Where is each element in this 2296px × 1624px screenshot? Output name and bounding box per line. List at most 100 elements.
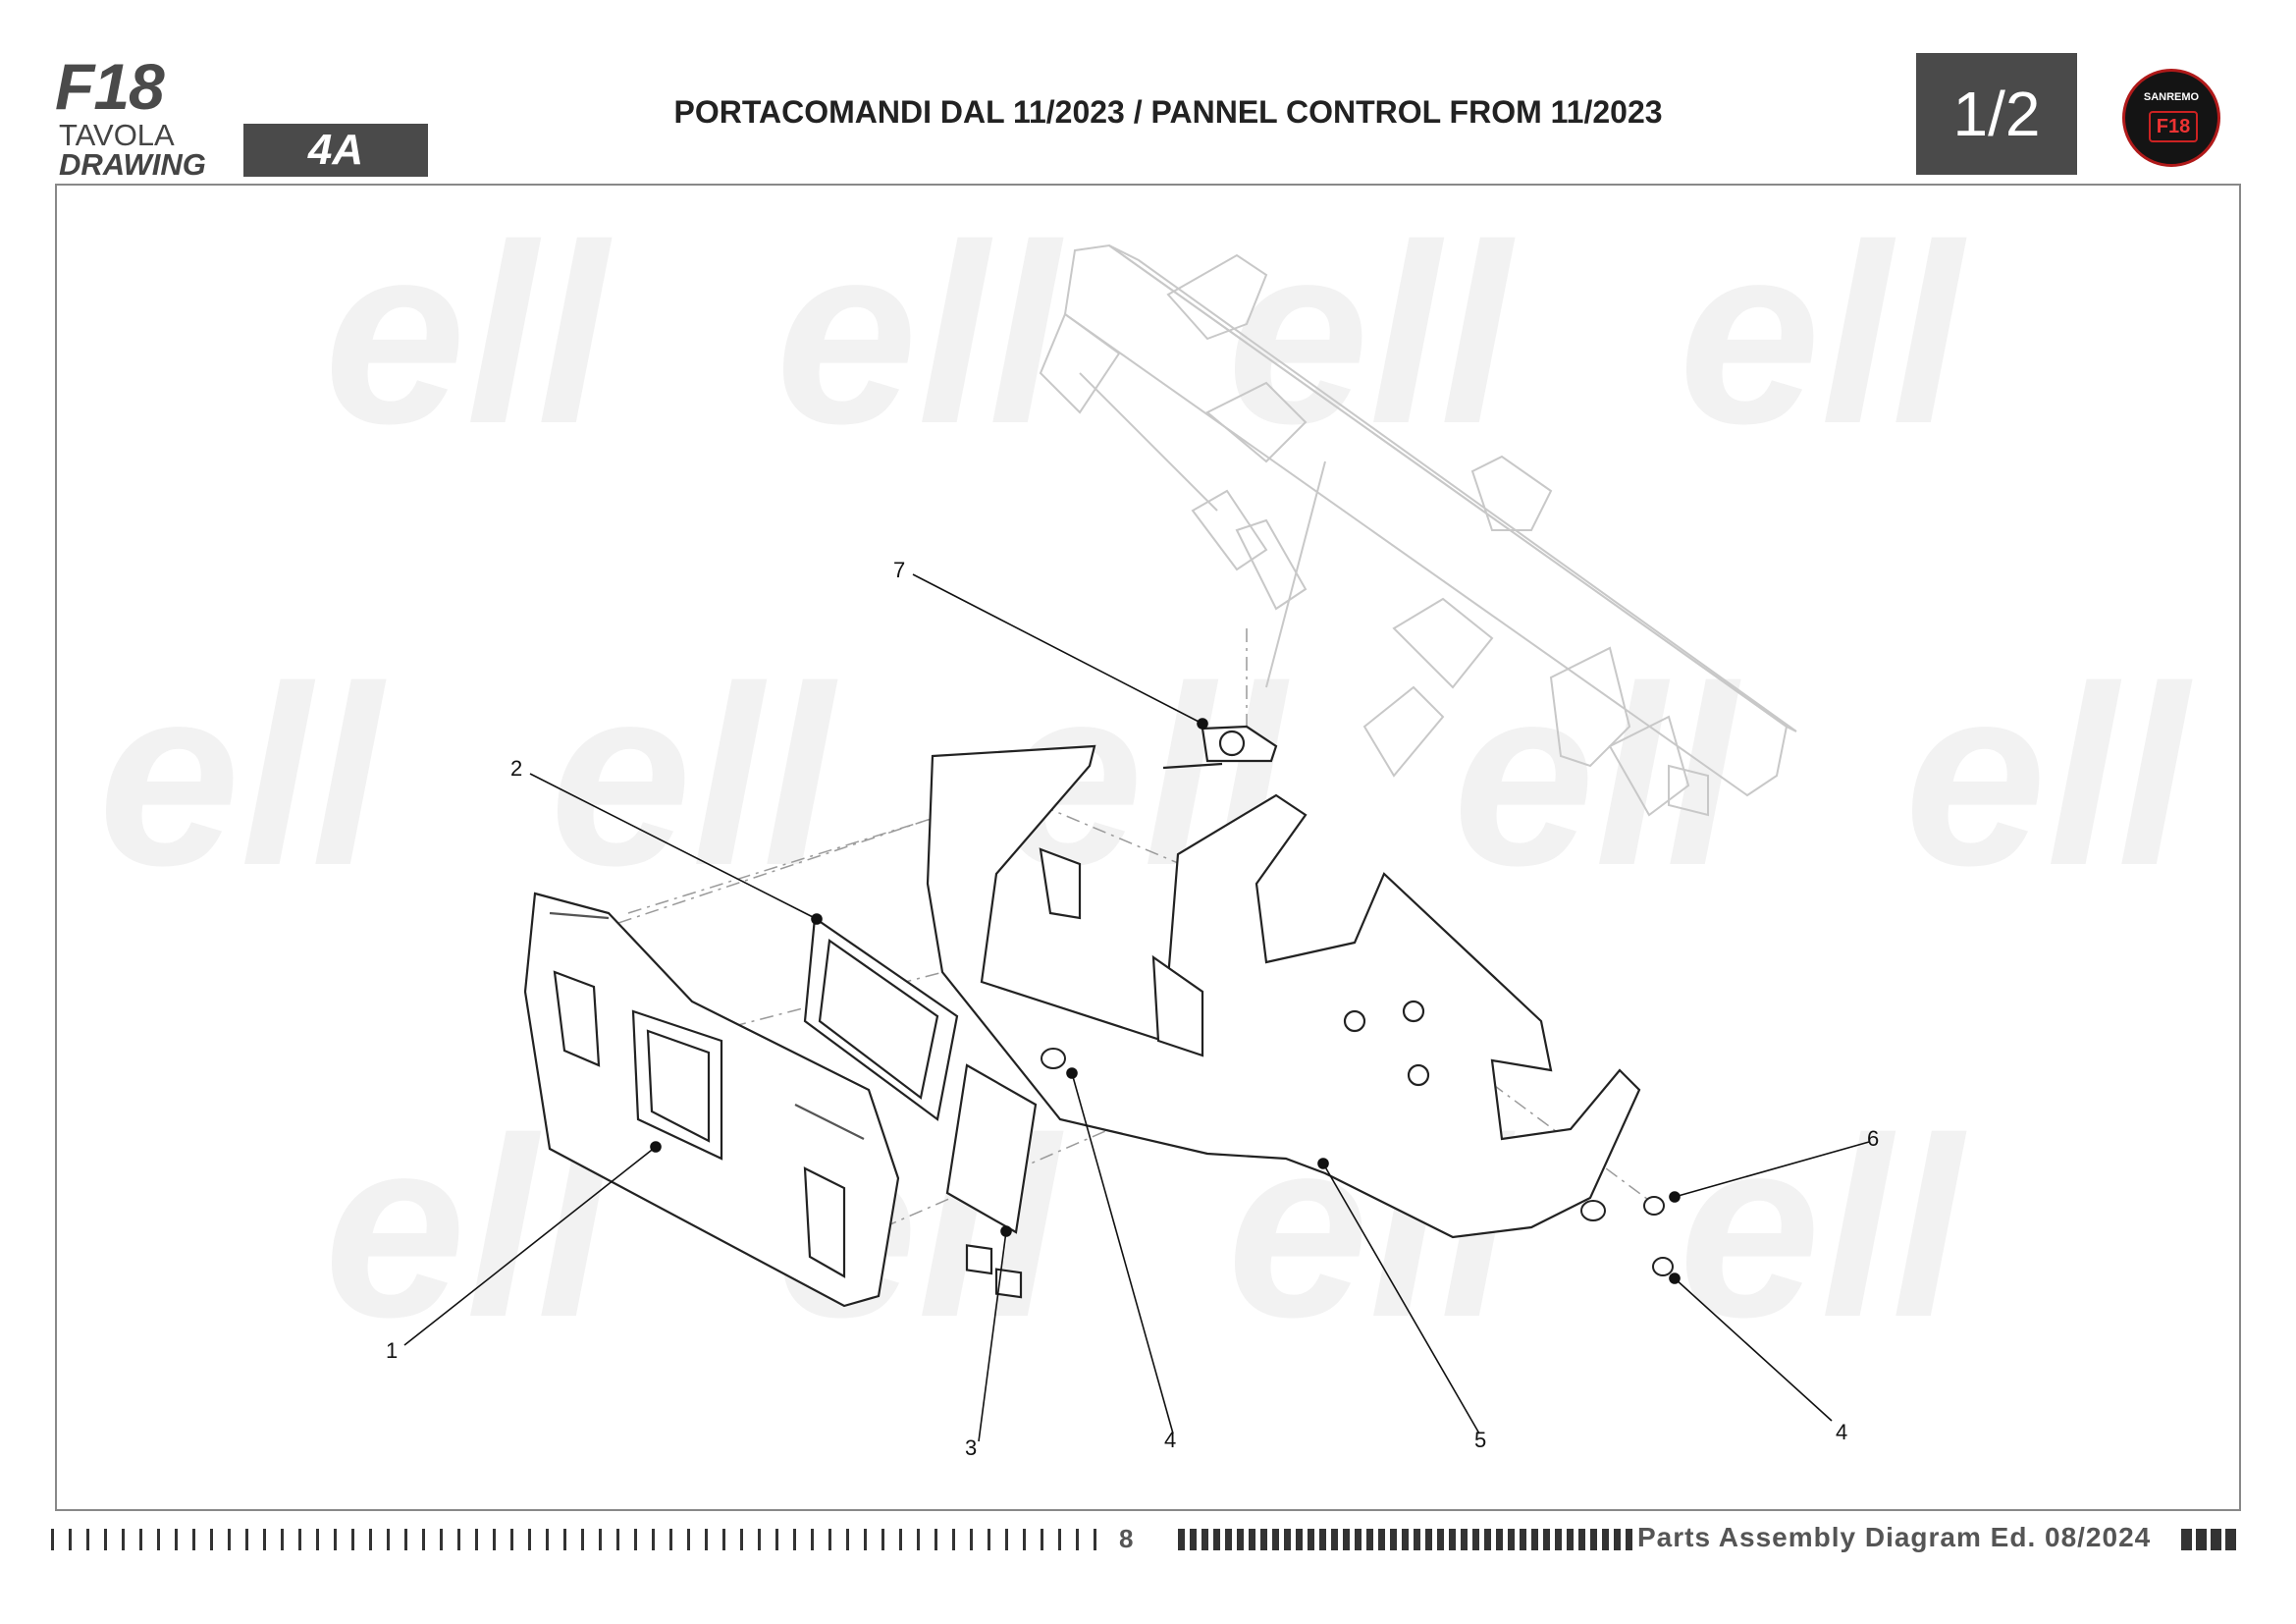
footer-tick [1178,1529,1185,1550]
footer-tick [1590,1529,1597,1550]
logo-brand-text: SANREMO [2143,91,2200,103]
footer-tick [988,1529,990,1550]
footer-tick [1343,1529,1350,1550]
svg-text:ell: ell [1904,634,2193,919]
callout-4a: 4 [1164,1428,1176,1452]
footer-tick [528,1529,531,1550]
footer-tick [881,1529,884,1550]
footer-tick [1614,1529,1621,1550]
footer-tick [228,1529,231,1550]
footer-tick [917,1529,920,1550]
footer-tick [51,1529,54,1550]
footer-tick [1225,1529,1232,1550]
callout-1: 1 [386,1338,398,1363]
footer-tick [422,1529,425,1550]
part-7-fan [1162,725,1278,770]
footer-tick [104,1529,107,1550]
footer-tick [775,1529,778,1550]
footer-tick [1472,1529,1479,1550]
footer-tick [1355,1529,1362,1550]
footer-tick [139,1529,142,1550]
footer-tick [1023,1529,1026,1550]
part-5-panel-housing [926,744,1641,1239]
footer-tick [581,1529,584,1550]
footer-tick [1319,1529,1326,1550]
svg-text:ell: ell [1679,192,1967,477]
footer-tick [1578,1529,1585,1550]
footer-tick [210,1529,213,1550]
footer-tick [404,1529,407,1550]
footer-tick [652,1529,655,1550]
footer-tick [122,1529,125,1550]
footer-tick [1520,1529,1526,1550]
page-title: PORTACOMANDI DAL 11/2023 / PANNEL CONTRO… [673,94,1663,130]
footer-tick [546,1529,549,1550]
callout-5: 5 [1474,1428,1486,1452]
footer-tick [1005,1529,1008,1550]
footer-tick [616,1529,619,1550]
footer-tick [1201,1529,1208,1550]
drawing-label: DRAWING [59,147,206,182]
footer-tick [263,1529,266,1550]
footer-tick [1213,1529,1220,1550]
footer-tick [298,1529,301,1550]
footer-tick [1461,1529,1468,1550]
footer-tick [899,1529,902,1550]
footer-tick [722,1529,725,1550]
footer-tick [1249,1529,1255,1550]
footer-tick [440,1529,443,1550]
footer-tick [1331,1529,1338,1550]
part-1-front-panel [523,892,900,1308]
svg-text:ell: ell [775,192,1064,477]
footer-tick [1390,1529,1397,1550]
footer-tick [1284,1529,1291,1550]
part-3-control-keypad [945,1063,1038,1299]
footer-tick [86,1529,89,1550]
footer-tick [69,1529,72,1550]
footer-tick [1555,1529,1562,1550]
footer-tick [1094,1529,1096,1550]
callout-7: 7 [893,558,905,582]
footer-tick [1484,1529,1491,1550]
footer-edition: Parts Assembly Diagram Ed. 08/2024 [1637,1522,2152,1552]
footer-tick [1296,1529,1303,1550]
svg-text:ell: ell [324,192,613,477]
footer-tick [369,1529,372,1550]
footer-tick [793,1529,796,1550]
footer-tick [457,1529,460,1550]
footer-tick [705,1529,708,1550]
leader-lines [403,573,1870,1442]
svg-text:ell: ell [1453,634,1741,919]
footer-tick [1308,1529,1314,1550]
footer-tick [1378,1529,1385,1550]
footer-page-number: 8 [1119,1524,1134,1553]
footer-tick [351,1529,354,1550]
tavola-label: TAVOLA [59,118,175,152]
footer-tick [1449,1529,1456,1550]
svg-text:ell: ell [98,634,387,919]
footer-tick [334,1529,337,1550]
footer-tick [1237,1529,1244,1550]
footer-tick [387,1529,390,1550]
footer-tick [1531,1529,1538,1550]
footer-tick [1260,1529,1267,1550]
footer-tick [846,1529,849,1550]
watermark: ell ell ell ell ell ell ell ell ell ell … [98,192,2193,1371]
footer-tick [740,1529,743,1550]
footer-tick [475,1529,478,1550]
footer-tick [2181,1529,2192,1550]
footer-tick [281,1529,284,1550]
footer-tick [1543,1529,1550,1550]
footer-tick [245,1529,248,1550]
footer-tick [563,1529,566,1550]
footer-tick [687,1529,690,1550]
svg-text:ell: ell [550,634,838,919]
footer-tick [758,1529,761,1550]
footer-tick [1272,1529,1279,1550]
footer-tick [1437,1529,1444,1550]
footer-tick [811,1529,814,1550]
footer-tick [175,1529,178,1550]
footer-tick [1414,1529,1420,1550]
footer-tick [2225,1529,2236,1550]
